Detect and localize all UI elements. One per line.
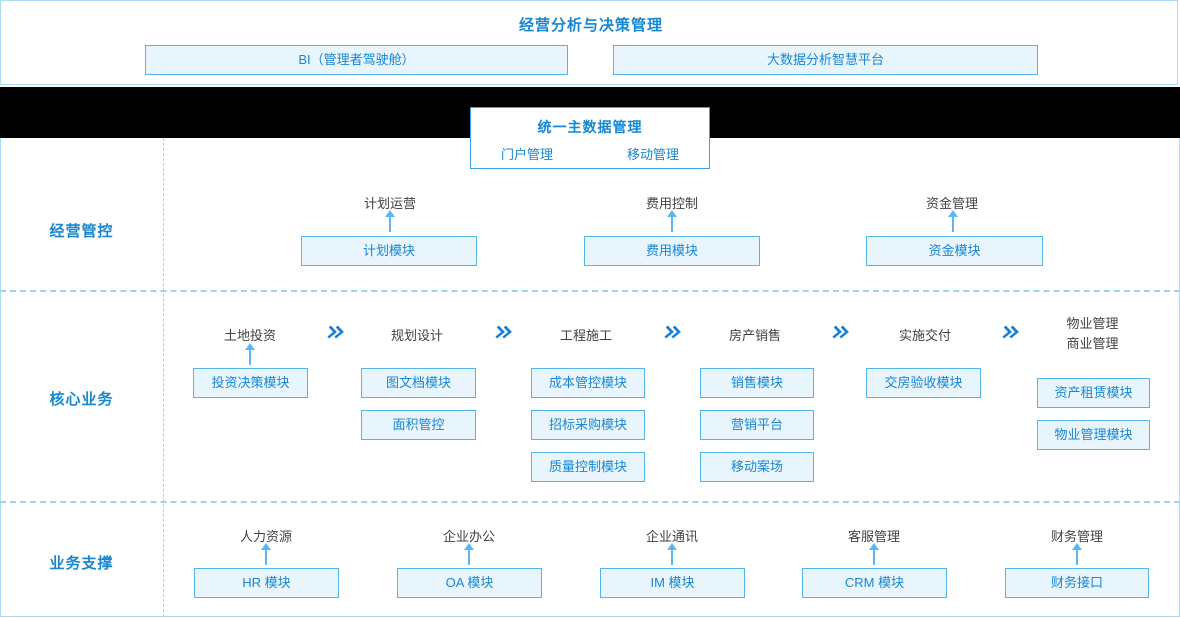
module-sales: 销售模块	[700, 368, 814, 398]
caption-finance-mgmt: 财务管理	[1050, 529, 1103, 544]
arrow-up-icon	[244, 343, 256, 365]
stage-planning-design: 规划设计	[390, 328, 443, 343]
caption-expense-control: 费用控制	[645, 196, 698, 211]
caption-human-resources: 人力资源	[239, 529, 292, 544]
module-quality-control: 质量控制模块	[531, 452, 645, 482]
module-oa: OA 模块	[397, 568, 542, 598]
row-divider-1	[0, 290, 1180, 292]
arrow-up-icon	[1071, 543, 1083, 565]
caption-enterprise-office: 企业办公	[442, 529, 495, 544]
row-label-core-business: 核心业务	[49, 391, 114, 408]
double-chevron-right-icon	[662, 325, 682, 339]
arrow-up-icon	[947, 210, 959, 232]
module-investment-decision: 投资决策模块	[193, 368, 308, 398]
row-label-operation-control: 经营管控	[49, 223, 114, 240]
bigdata-platform-box: 大数据分析智慧平台	[613, 45, 1038, 75]
module-fund: 资金模块	[866, 236, 1043, 266]
double-chevron-right-icon	[830, 325, 850, 339]
arrow-up-icon	[260, 543, 272, 565]
module-crm: CRM 模块	[802, 568, 947, 598]
stage-property-sales: 房产销售	[728, 328, 781, 343]
row-label-business-support: 业务支撑	[49, 555, 114, 572]
label-column-divider	[163, 138, 164, 617]
caption-fund-management: 资金管理	[925, 196, 978, 211]
arrow-up-icon	[666, 543, 678, 565]
module-hr: HR 模块	[194, 568, 339, 598]
stage-land-investment: 土地投资	[223, 328, 276, 343]
module-doc-drawing: 图文档模块	[361, 368, 476, 398]
arrow-up-icon	[463, 543, 475, 565]
caption-enterprise-comms: 企业通讯	[645, 529, 698, 544]
arrow-up-icon	[666, 210, 678, 232]
analysis-section-title: 经营分析与决策管理	[518, 17, 663, 34]
module-plan: 计划模块	[301, 236, 477, 266]
master-data-panel: 统一主数据管理 门户管理 移动管理	[470, 107, 710, 169]
master-data-title: 统一主数据管理	[537, 119, 643, 135]
analysis-section: 经营分析与决策管理 BI（管理者驾驶舱） 大数据分析智慧平台	[0, 0, 1178, 85]
module-cost-control: 成本管控模块	[531, 368, 645, 398]
stage-delivery: 实施交付	[898, 328, 951, 343]
stage-commerce-mgmt-line: 商业管理	[1066, 336, 1119, 351]
arrow-up-icon	[384, 210, 396, 232]
row-divider-2	[0, 501, 1180, 503]
double-chevron-right-icon	[325, 325, 345, 339]
double-chevron-right-icon	[1000, 325, 1020, 339]
module-im: IM 模块	[600, 568, 745, 598]
bi-cockpit-box: BI（管理者驾驶舱）	[145, 45, 568, 75]
caption-customer-service: 客服管理	[847, 529, 900, 544]
master-data-items: 门户管理 移动管理	[471, 137, 709, 163]
arrow-up-icon	[868, 543, 880, 565]
stage-construction: 工程施工	[559, 328, 612, 343]
caption-plan-operation: 计划运营	[363, 196, 416, 211]
module-property-mgmt: 物业管理模块	[1037, 420, 1150, 450]
portal-mgmt-label: 门户管理	[501, 147, 554, 162]
module-mobile-showroom: 移动案场	[700, 452, 814, 482]
module-handover-acceptance: 交房验收模块	[866, 368, 981, 398]
module-expense: 费用模块	[584, 236, 760, 266]
module-bidding-procurement: 招标采购模块	[531, 410, 645, 440]
mobile-mgmt-label: 移动管理	[626, 147, 679, 162]
module-finance-interface: 财务接口	[1005, 568, 1149, 598]
double-chevron-right-icon	[493, 325, 513, 339]
stage-property-commerce: 物业管理 商业管理	[1035, 314, 1150, 354]
module-asset-leasing: 资产租赁模块	[1037, 378, 1150, 408]
module-area-control: 面积管控	[361, 410, 476, 440]
module-marketing-platform: 营销平台	[700, 410, 814, 440]
stage-property-mgmt-line: 物业管理	[1066, 316, 1119, 331]
